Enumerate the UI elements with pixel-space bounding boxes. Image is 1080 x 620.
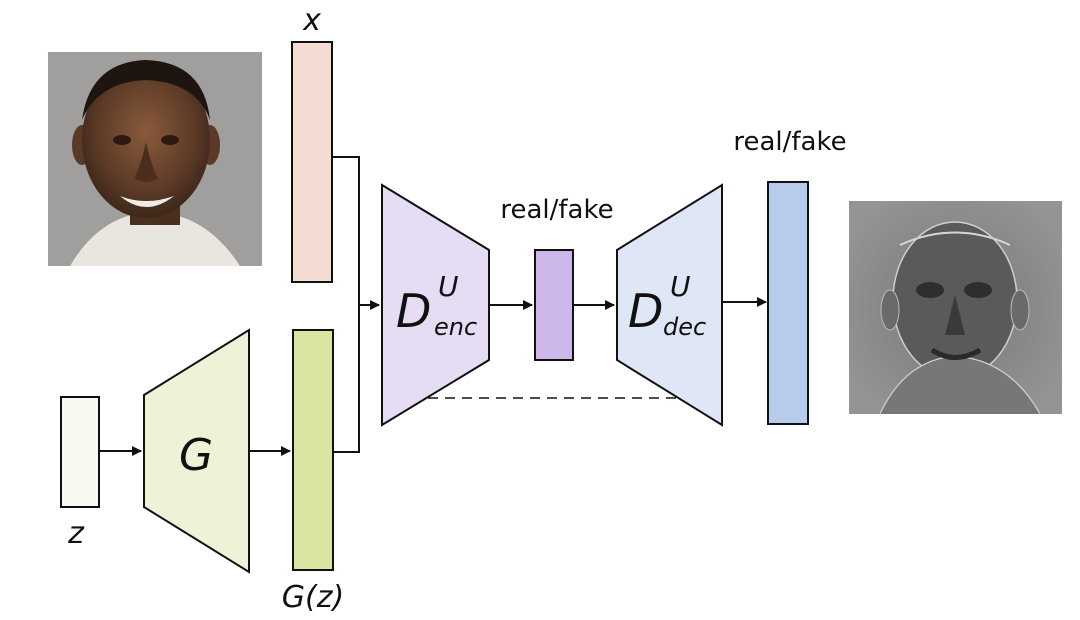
decoder-subscript: dec: [663, 313, 706, 341]
z-noise-bar: [60, 396, 100, 508]
decoder-superscript: U: [670, 270, 691, 303]
generator-label: G: [179, 430, 213, 481]
generator-block: [143, 328, 250, 574]
x-label: x: [302, 3, 321, 38]
output-decision-map-image: [849, 201, 1062, 415]
encoder-subscript: enc: [434, 313, 477, 341]
encoder-block: [381, 183, 490, 427]
real-fake-right-label: real/fake: [733, 127, 846, 157]
real-fake-mid-label: real/fake: [500, 195, 613, 225]
gz-label: G(z): [282, 580, 344, 615]
x-input-bar: [291, 41, 333, 283]
decoder-d-letter: D: [628, 284, 663, 338]
connector-x-to-merge: [332, 156, 360, 453]
encoder-label: D: [396, 284, 431, 338]
decoder-label: D: [628, 284, 663, 338]
input-face-image: [48, 52, 262, 266]
pixel-output-bar: [767, 181, 809, 425]
encoder-superscript: U: [438, 270, 459, 303]
bottleneck-output-bar: [534, 249, 574, 361]
encoder-d-letter: D: [396, 284, 431, 338]
z-label: z: [67, 516, 85, 551]
decoder-block: [616, 183, 723, 427]
gz-output-bar: [292, 329, 334, 571]
